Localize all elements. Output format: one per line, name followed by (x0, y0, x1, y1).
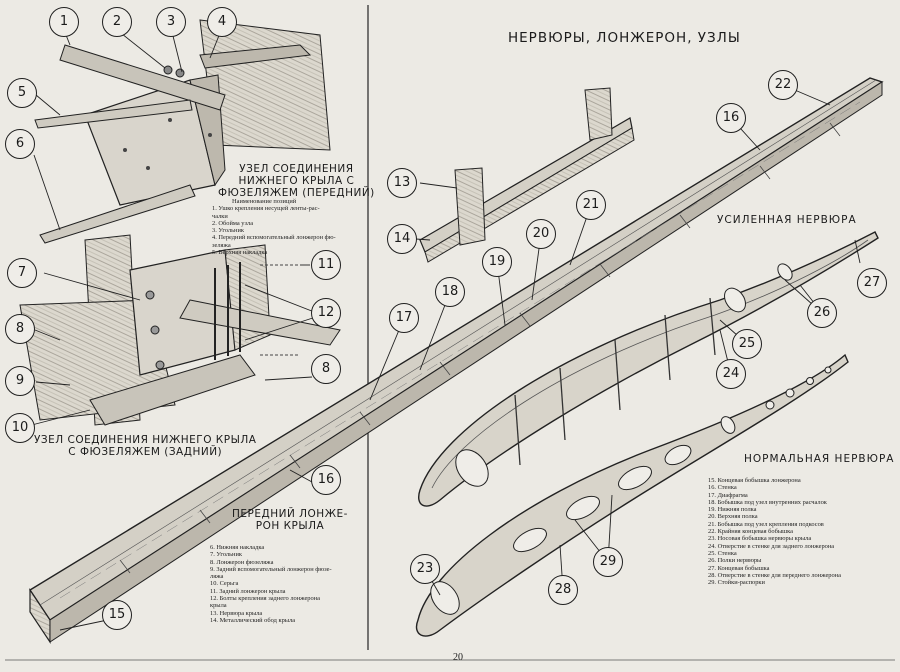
callout-16: 16 (311, 465, 341, 495)
callout-16b: 16 (716, 103, 746, 133)
callout-27: 27 (857, 268, 887, 298)
rib-legend: 15. Концевая бобышка лонжерона 16. Стенк… (708, 477, 841, 587)
callout-25: 25 (732, 329, 762, 359)
callout-5: 5 (7, 78, 37, 108)
callout-3: 3 (156, 7, 186, 37)
front-spar-caption: ПЕРЕДНИЙ ЛОНЖЕ- РОН КРЫЛА (232, 508, 348, 532)
front-spar-drawing (29, 77, 884, 644)
callout-21: 21 (576, 190, 606, 220)
page-title: НЕРВЮРЫ, ЛОНЖЕРОН, УЗЛЫ (508, 30, 741, 46)
page-number: 20 (453, 652, 463, 663)
callout-9: 9 (5, 366, 35, 396)
callout-12: 12 (311, 298, 341, 328)
legend-heading: Наименование позиций (232, 198, 297, 205)
callout-24: 24 (716, 359, 746, 389)
callout-7: 7 (7, 258, 37, 288)
reinforced-rib-caption: УСИЛЕННАЯ НЕРВЮРА (717, 214, 857, 226)
callout-17: 17 (389, 303, 419, 333)
callout-1: 1 (49, 7, 79, 37)
front-node-caption: УЗЕЛ СОЕДИНЕНИЯ НИЖНЕГО КРЫЛА С ФЮЗЕЛЯЖЕ… (218, 163, 375, 199)
callout-6: 6 (5, 129, 35, 159)
callout-15: 15 (102, 600, 132, 630)
callout-2: 2 (102, 7, 132, 37)
callout-20: 20 (526, 219, 556, 249)
rear-node-drawing (19, 234, 341, 426)
normal-rib-caption: НОРМАЛЬНАЯ НЕРВЮРА (744, 453, 895, 465)
callout-4: 4 (207, 7, 237, 37)
callout-10: 10 (5, 413, 35, 443)
callout-29: 29 (593, 547, 623, 577)
spar-legend: 6. Нижняя накладка 7. Угольник 8. Лонжер… (210, 544, 332, 624)
front-node-drawing (34, 19, 331, 244)
callout-26: 26 (807, 298, 837, 328)
callout-23: 23 (410, 554, 440, 584)
callout-11: 11 (311, 250, 341, 280)
front-node-legend: Наименование позиций 1. Ушко крепления н… (212, 198, 336, 257)
callout-19: 19 (482, 247, 512, 277)
callout-22: 22 (768, 70, 798, 100)
callout-8: 8 (5, 314, 35, 344)
rib-segment-drawing (419, 87, 635, 263)
reinforced-rib-drawing (418, 231, 879, 507)
callout-18: 18 (435, 277, 465, 307)
normal-rib-drawing (415, 353, 849, 637)
callout-8b: 8 (311, 354, 341, 384)
callout-13: 13 (387, 168, 417, 198)
callout-14: 14 (387, 224, 417, 254)
rear-node-caption: УЗЕЛ СОЕДИНЕНИЯ НИЖНЕГО КРЫЛА С ФЮЗЕЛЯЖЕ… (34, 434, 257, 458)
callout-28: 28 (548, 575, 578, 605)
